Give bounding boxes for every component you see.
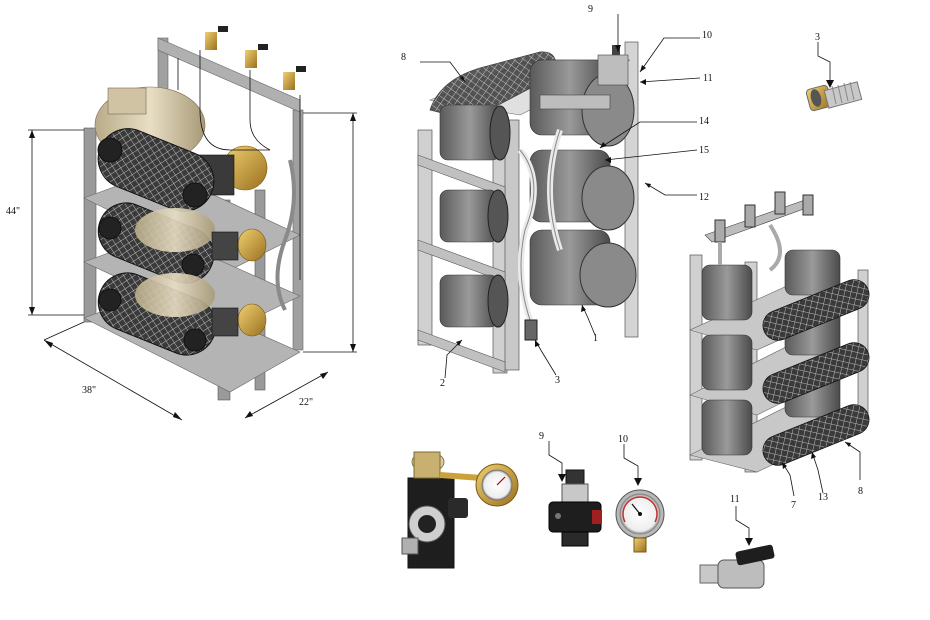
callout-10-part: 10 (618, 434, 628, 445)
callout-8-right: 8 (858, 486, 863, 497)
dim-depth: 22" (299, 397, 313, 408)
callout-12: 12 (699, 192, 709, 203)
left-top-valves (205, 26, 306, 90)
fitting-part (805, 42, 863, 112)
right-belt-guards (762, 279, 870, 466)
callout-11-main: 11 (703, 73, 713, 84)
left-assembly (83, 26, 306, 401)
callout-9-part: 9 (539, 431, 544, 442)
pump-head-photo (401, 451, 519, 569)
callout-1: 1 (593, 333, 598, 344)
regulator-part (548, 441, 602, 547)
callout-14: 14 (699, 116, 709, 127)
callout-7: 7 (791, 500, 796, 511)
callout-11-part: 11 (730, 494, 740, 505)
dimension-lines (28, 112, 357, 421)
callout-3-main: 3 (555, 375, 560, 386)
callout-9-main: 9 (588, 4, 593, 15)
center-motors-left (439, 104, 511, 328)
callout-13: 13 (818, 492, 828, 503)
center-callouts (420, 14, 701, 379)
dim-width: 38" (82, 385, 96, 396)
dim-height: 44" (6, 206, 20, 217)
callout-3-fitting: 3 (815, 32, 820, 43)
center-assembly (417, 41, 639, 374)
callout-15: 15 (699, 145, 709, 156)
right-assembly (689, 191, 870, 473)
callout-2: 2 (440, 378, 445, 389)
callout-10-main: 10 (702, 30, 712, 41)
pressure-gauge-part (615, 444, 665, 553)
ball-valve-part (699, 506, 775, 589)
right-callouts (781, 441, 861, 497)
callout-8-top: 8 (401, 52, 406, 63)
